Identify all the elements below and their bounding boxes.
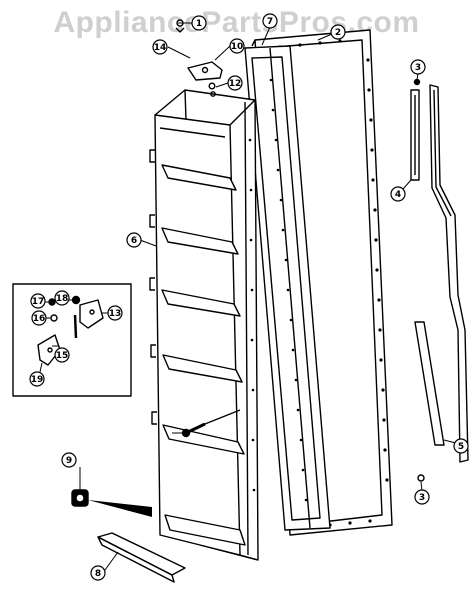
leader-lines [39,22,457,571]
callout-3a: 3 [410,59,426,75]
callout-label: 3 [415,63,421,73]
callout-1: 1 [191,15,207,31]
callout-10: 10 [229,38,245,54]
callout-15: 15 [54,347,70,363]
callout-8: 8 [90,565,106,581]
callout-14: 14 [152,39,168,55]
callout-3b: 3 [414,489,430,505]
callout-12: 12 [227,75,243,91]
callout-5: 5 [453,438,469,454]
callout-9: 9 [61,452,77,468]
callout-label: 6 [131,236,137,246]
callout-16: 16 [31,310,47,326]
callout-label: 14 [154,43,167,53]
callout-2: 2 [330,24,346,40]
callout-label: 19 [31,375,44,385]
callout-label: 2 [335,28,341,38]
callout-label: 17 [32,297,45,307]
callout-6: 6 [126,232,142,248]
callout-label: 13 [109,309,122,319]
callout-label: 7 [267,17,273,27]
callout-label: 9 [66,456,72,466]
callouts: 1 2 3 3 4 5 6 7 8 9 10 12 13 14 15 16 17… [29,13,469,581]
callout-19: 19 [29,371,45,387]
callout-label: 10 [231,42,244,52]
callout-label: 8 [95,569,101,579]
callout-17: 17 [30,293,46,309]
door-gasket [244,45,331,531]
callout-13: 13 [107,305,123,321]
callout-4: 4 [390,186,406,202]
callout-18: 18 [54,290,70,306]
top-hinge [175,19,223,97]
callout-label: 15 [56,351,69,361]
callout-label: 16 [33,314,46,324]
handle-bracket [71,489,152,517]
callout-label: 1 [196,19,202,29]
callout-label: 3 [419,493,425,503]
callout-label: 18 [56,294,69,304]
handle-trim [410,78,469,482]
callout-label: 12 [229,79,242,89]
screw [181,409,241,438]
callout-label: 4 [395,190,401,200]
door-bottom-cap [97,532,186,583]
door-liner [149,89,259,561]
callout-label: 5 [458,442,464,452]
callout-7: 7 [262,13,278,29]
